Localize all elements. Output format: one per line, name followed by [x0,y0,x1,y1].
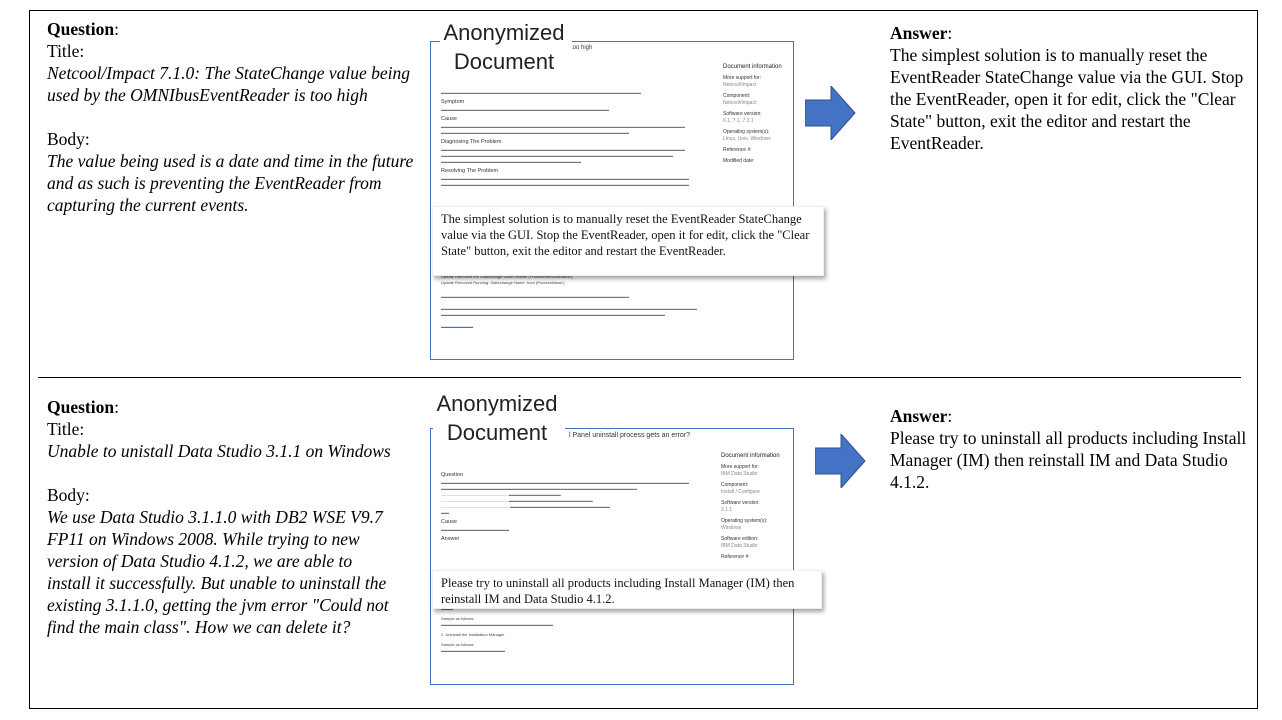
highlighted-answer-span: The simplest solution is to manually res… [432,206,824,276]
document-line: Sample as follows: [441,642,475,647]
arrow-right-icon [805,86,856,140]
sidebar-title: Document information [723,64,782,70]
document-header: too high [571,45,593,51]
section-heading: Resolving The Problem [441,168,499,174]
section-heading: Symptom [441,99,465,105]
question-title: Unable to unistall Data Studio 3.1.1 on … [47,441,391,461]
question-body: We use Data Studio 3.1.1.0 with DB2 WSE … [47,507,389,637]
question-block-1: Question: Title: Netcool/Impact 7.1.0: T… [47,18,427,216]
question-body: The value being used is a date and time … [47,151,414,215]
question-label: Question [47,19,115,39]
document-line: Update Removed the Statechange value Rea… [441,274,574,279]
question-block-2: Question: Title: Unable to unistall Data… [47,397,391,637]
section-heading: Cause [441,116,457,122]
question-title: Netcool/Impact 7.1.0: The StateChange va… [47,63,411,105]
anonymized-document-2: l Panel uninstall process gets an error?… [430,428,794,685]
document-body: Question ▬▬▬▬▬▬▬▬▬▬▬▬▬▬▬▬▬▬▬▬▬▬▬▬▬▬▬▬▬▬▬… [441,469,717,654]
answer-label: Answer [890,23,948,43]
title-label: Title: [47,41,85,61]
figure-frame [29,10,1258,709]
document-line: Update Removed Running: Statechange Name… [441,280,565,285]
anonymized-document-label: Anonymized Document [440,18,572,76]
answer-text: The simplest solution is to manually res… [890,45,1244,153]
document-line: 2. Uninstall the Installation Manager [441,632,505,637]
section-heading: Question [441,472,464,478]
answer-block-2: Answer: Please try to uninstall all prod… [890,405,1255,493]
sidebar-title: Document information [721,453,780,459]
section-heading: Cause [441,519,457,525]
anonymized-document-label: Anonymized Document [433,389,565,447]
answer-block-1: Answer: The simplest solution is to manu… [890,22,1255,154]
body-label: Body: [47,129,90,149]
anonymized-document-1: too high Document information More suppo… [430,41,794,360]
document-sidebar: Document information More support for:IB… [721,453,791,565]
answer-label: Answer [890,406,948,426]
example-divider [38,377,1241,378]
question-label: Question [47,397,115,417]
body-label: Body: [47,485,90,505]
title-label: Title: [47,419,85,439]
section-heading: Diagnosing The Problem [441,139,502,145]
document-header: l Panel uninstall process gets an error? [569,432,691,439]
answer-text: Please try to uninstall all products inc… [890,428,1247,492]
arrow-right-icon [815,434,866,488]
section-heading: Answer [441,536,460,542]
document-sidebar: Document information More support for:Ne… [723,64,789,169]
highlighted-answer-span: Please try to uninstall all products inc… [432,570,822,609]
document-line: Sample as follows: [441,616,475,621]
